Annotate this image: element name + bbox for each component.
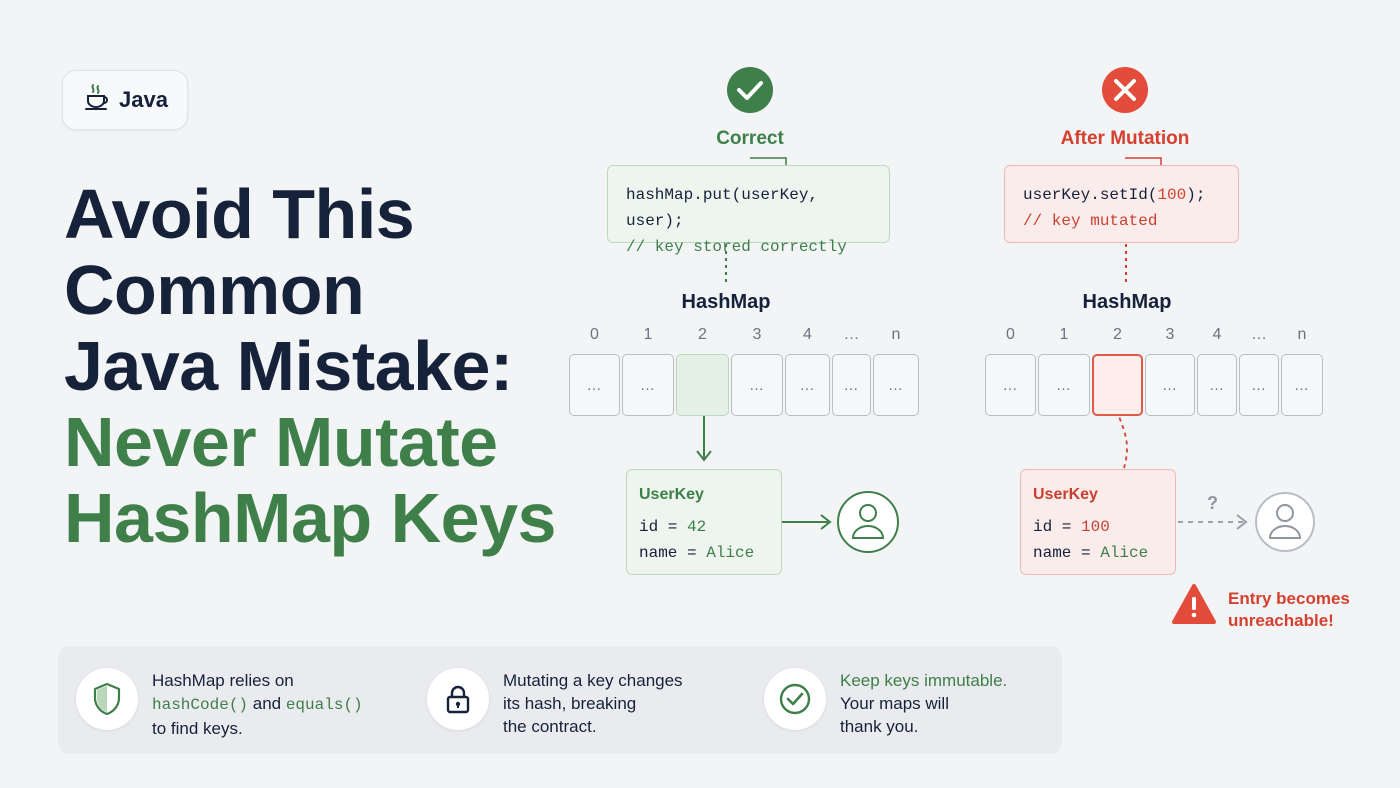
tip-keep-immutable: Keep keys immutable. Your maps will than…	[764, 668, 1007, 738]
correct-code-comment: // key stored correctly	[626, 238, 847, 256]
mutated-label-tick	[1125, 157, 1162, 166]
bucket-index: 1	[643, 326, 653, 343]
bucket-slot: …	[731, 354, 783, 416]
headline-line-2: Common	[64, 251, 365, 329]
correct-key-card: UserKey id = 42 name = Alice	[626, 469, 782, 575]
mutated-code-box: userKey.setId(100); // key mutated	[1004, 165, 1239, 243]
bucket-slot: …	[873, 354, 919, 416]
id-value: 100	[1081, 518, 1110, 536]
tips-panel: HashMap relies on hashCode() and equals(…	[58, 646, 1062, 754]
tip-1-code-1: hashCode()	[152, 696, 249, 714]
tip-1-line-1: HashMap relies on	[152, 671, 294, 690]
tip-mutation-breaks-hash: Mutating a key changes its hash, breakin…	[427, 668, 683, 738]
warning-triangle-icon	[1172, 584, 1216, 624]
mutated-map-title: HashMap	[1082, 291, 1172, 313]
tip-hashmap-contract: HashMap relies on hashCode() and equals(…	[76, 668, 363, 740]
bucket-slot-selected	[1092, 354, 1143, 416]
tip-1-code-2: equals()	[285, 696, 363, 714]
warning-line-1: Entry becomes	[1228, 589, 1350, 608]
bucket-slot: …	[1145, 354, 1195, 416]
user-icon	[837, 491, 899, 553]
headline-line-4: Never Mutate	[64, 403, 498, 481]
warning-text: Entry becomes unreachable!	[1228, 588, 1378, 632]
bucket-index: 3	[752, 326, 762, 343]
key-card-title: UserKey	[639, 486, 704, 503]
bucket-index: 1	[1059, 326, 1069, 343]
tip-1-and: and	[248, 694, 286, 713]
tip-3-line-2: Your maps will	[840, 694, 949, 713]
mutated-code-comment: // key mutated	[1023, 212, 1158, 230]
shield-icon	[76, 668, 138, 730]
name-value: Alice	[1100, 544, 1149, 562]
bucket-slot: …	[1281, 354, 1323, 416]
mutated-code-suffix: );	[1186, 186, 1206, 204]
bucket-index: …	[843, 326, 860, 343]
bucket-index: 4	[803, 326, 812, 343]
name-label: name =	[1033, 544, 1101, 562]
correct-label: Correct	[716, 128, 784, 149]
correct-code-box: hashMap.put(userKey, user); // key store…	[607, 165, 890, 256]
id-label: id =	[639, 518, 688, 536]
question-mark: ?	[1207, 493, 1218, 513]
check-circle-icon	[727, 67, 773, 113]
correct-label-tick	[750, 157, 787, 166]
mutated-key-card: UserKey id = 100 name = Alice	[1020, 469, 1176, 575]
bucket-slot: …	[785, 354, 830, 416]
tip-3-line-1: Keep keys immutable.	[840, 671, 1008, 690]
tip-1-line-3: to find keys.	[152, 719, 243, 738]
bucket-slot: …	[832, 354, 871, 416]
headline-line-1: Avoid This	[64, 175, 415, 253]
name-value: Alice	[706, 544, 755, 562]
x-circle-icon	[1102, 67, 1148, 113]
headline: Avoid This Common Java Mistake: Never Mu…	[64, 176, 564, 556]
mutated-label: After Mutation	[1060, 128, 1190, 149]
mutated-code-prefix: userKey.setId(	[1023, 186, 1158, 204]
tip-2-line-2: its hash, breaking	[503, 694, 637, 713]
tip-2-line-1: Mutating a key changes	[503, 671, 683, 690]
bucket-slot: …	[622, 354, 674, 416]
headline-line-5: HashMap Keys	[64, 479, 556, 557]
broken-bucket-link	[1116, 409, 1128, 469]
java-badge: Java	[62, 70, 188, 130]
coffee-cup-icon	[83, 83, 111, 118]
lock-icon	[427, 668, 489, 730]
bucket-slot: …	[569, 354, 620, 416]
tip-2-line-3: the contract.	[503, 717, 597, 736]
bucket-slot-selected	[676, 354, 729, 416]
mutated-code-number: 100	[1157, 186, 1187, 204]
bucket-index: n	[891, 326, 901, 343]
bucket-index: …	[1251, 326, 1267, 343]
name-label: name =	[639, 544, 707, 562]
key-card-title: UserKey	[1033, 486, 1098, 503]
headline-line-3: Java Mistake:	[64, 327, 513, 405]
bucket-slot: …	[1239, 354, 1279, 416]
bucket-index: n	[1297, 326, 1307, 343]
bucket-index: 4	[1212, 326, 1222, 343]
tip-3-line-3: thank you.	[840, 717, 919, 736]
bucket-index: 3	[1165, 326, 1175, 343]
bucket-index: 2	[698, 326, 707, 343]
check-circle-icon	[764, 668, 826, 730]
id-label: id =	[1033, 518, 1082, 536]
correct-map-title: HashMap	[681, 291, 771, 313]
bucket-slot: …	[985, 354, 1036, 416]
correct-code-line: hashMap.put(userKey, user);	[626, 186, 819, 230]
bucket-index: 2	[1113, 326, 1122, 343]
bucket-index: 0	[1006, 326, 1015, 343]
id-value: 42	[687, 518, 707, 536]
bucket-slot: …	[1197, 354, 1237, 416]
badge-label: Java	[119, 87, 168, 112]
warning-line-2: unreachable!	[1228, 611, 1334, 630]
bucket-slot: …	[1038, 354, 1090, 416]
bucket-index: 0	[590, 326, 599, 343]
user-icon-unreachable	[1255, 492, 1315, 552]
